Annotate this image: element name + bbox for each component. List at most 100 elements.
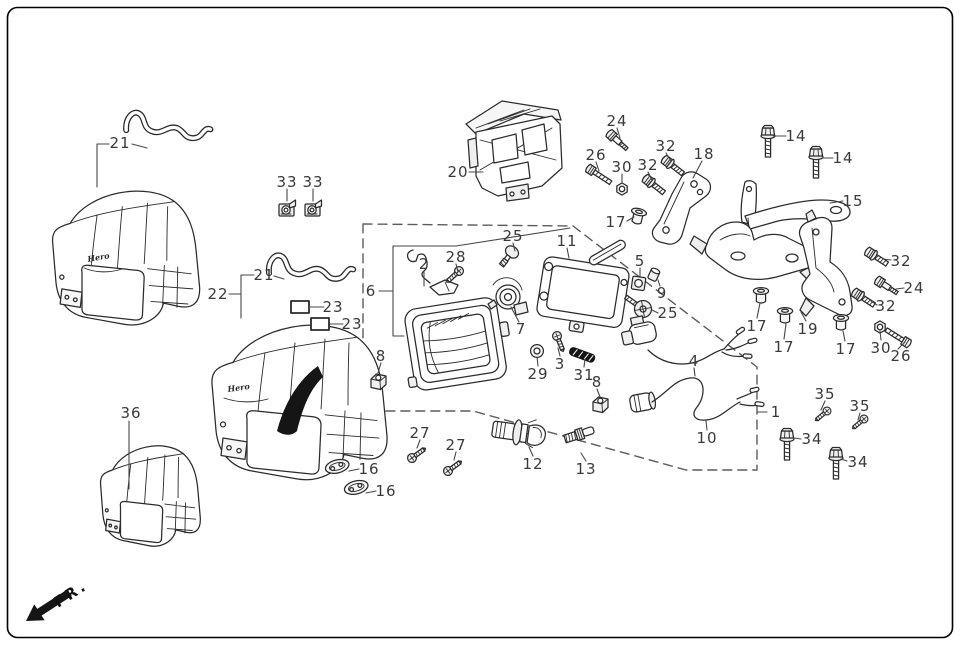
leader-lines — [96, 127, 906, 494]
part-label-33-1: 33 — [276, 173, 297, 191]
bolt-32b — [640, 172, 668, 198]
part-label-21-19: 21 — [253, 266, 274, 284]
emblem-text: Hero — [226, 381, 251, 394]
part-label-25-14: 25 — [502, 227, 523, 245]
part-label-33-2: 33 — [302, 173, 323, 191]
part-label-26-5: 26 — [585, 146, 606, 164]
part-label-30-6: 30 — [611, 158, 632, 176]
wire-harness-4 — [620, 315, 758, 365]
fr-label: FR. — [50, 576, 91, 611]
part-label-22-20: 22 — [207, 285, 228, 303]
part-label-3-38: 3 — [555, 355, 566, 373]
part-label-2-16: 2 — [419, 255, 430, 273]
part-label-23-22: 23 — [341, 315, 362, 333]
screw-3 — [550, 329, 568, 354]
bulb-socket-7 — [487, 277, 529, 316]
visor-dark-trim — [277, 366, 323, 435]
flange-bolt-34b — [828, 446, 844, 480]
washer-29 — [529, 343, 545, 359]
part-label-14-10: 14 — [785, 127, 806, 145]
bolt-32d — [849, 286, 878, 311]
flange-bolt-14b — [808, 145, 824, 179]
part-label-12-45: 12 — [522, 455, 543, 473]
part-label-34-53: 34 — [801, 430, 822, 448]
part-label-17-28: 17 — [773, 338, 794, 356]
bracket-18 — [651, 171, 712, 245]
part-label-13-46: 13 — [575, 460, 596, 478]
emblem-text: Hero — [86, 250, 111, 264]
screw-27b — [441, 457, 465, 478]
shoulder-bolt-24a — [604, 128, 631, 154]
headlight-visor-21: Hero — [52, 190, 201, 326]
reflector-23a — [290, 300, 310, 314]
visor-trim-strip-21a — [126, 111, 212, 143]
small-visor-36 — [100, 445, 201, 547]
rubber-bush-17c — [832, 313, 850, 331]
part-label-21-0: 21 — [109, 134, 130, 152]
part-label-20-3: 20 — [447, 163, 468, 181]
rubber-bush-17t — [628, 206, 648, 227]
part-label-23-21: 23 — [322, 298, 343, 316]
reflector-23b — [310, 317, 330, 331]
part-label-27-48: 27 — [445, 436, 466, 454]
visor-trim-strip-21b — [268, 254, 353, 283]
hex-bolt-26a — [583, 163, 614, 188]
front-direction-indicator: FR. — [26, 576, 91, 621]
part-label-8-36: 8 — [376, 347, 387, 365]
rubber-bush-17b — [776, 306, 794, 324]
part-label-36-44: 36 — [120, 404, 141, 422]
part-label-32-33: 32 — [875, 297, 896, 315]
part-label-18-9: 18 — [693, 145, 714, 163]
part-label-1-42: 1 — [771, 403, 782, 421]
nut-8a — [370, 373, 387, 391]
headlight-bulb-12 — [491, 419, 547, 449]
bolt-32c — [862, 245, 891, 270]
part-label-24-32: 24 — [903, 279, 924, 297]
part-label-34-54: 34 — [847, 453, 868, 471]
screw-35a — [812, 404, 834, 425]
headlight-visor-22: Hero — [211, 324, 388, 481]
part-label-27-47: 27 — [409, 424, 430, 442]
part-label-17-30: 17 — [835, 340, 856, 358]
part-label-9-24: 9 — [657, 284, 668, 302]
part-label-32-8: 32 — [637, 156, 658, 174]
part-label-16-50: 16 — [375, 482, 396, 500]
clip-33a — [278, 199, 297, 217]
nut-8b — [592, 396, 609, 414]
part-label-16-49: 16 — [358, 460, 379, 478]
part-label-7-25: 7 — [516, 320, 527, 338]
stay-bracket-20 — [465, 100, 563, 202]
part-label-32-7: 32 — [655, 137, 676, 155]
nut-30a — [616, 182, 628, 196]
part-label-25-26: 25 — [657, 304, 678, 322]
shoulder-bolt-24b — [872, 274, 901, 298]
headlight-lens-unit — [404, 297, 510, 391]
flange-bolt-14a — [760, 124, 776, 158]
part-label-24-4: 24 — [606, 112, 627, 130]
headlight-rim-11 — [536, 239, 630, 333]
part-label-5-23: 5 — [635, 252, 646, 270]
mount-plate-16b — [342, 477, 371, 498]
part-label-29-37: 29 — [527, 365, 548, 383]
setting-wire-2 — [406, 249, 459, 296]
part-label-28-17: 28 — [445, 248, 466, 266]
part-label-35-51: 35 — [814, 385, 835, 403]
part-label-6-18: 6 — [366, 282, 377, 300]
clip-33b — [304, 199, 323, 217]
spring-31 — [569, 347, 596, 363]
square-nut-5 — [630, 275, 647, 292]
screw-35b — [849, 412, 871, 433]
part-label-32-31: 32 — [890, 252, 911, 270]
part-label-15-12: 15 — [842, 192, 863, 210]
side-bracket-19 — [798, 209, 853, 317]
part-label-31-39: 31 — [573, 366, 594, 384]
screw-28 — [443, 264, 466, 287]
part-label-35-52: 35 — [849, 397, 870, 415]
rubber-mount-25a — [498, 245, 520, 268]
part-label-11-15: 11 — [556, 232, 577, 250]
part-label-19-29: 19 — [797, 320, 818, 338]
cap-9 — [647, 267, 661, 282]
